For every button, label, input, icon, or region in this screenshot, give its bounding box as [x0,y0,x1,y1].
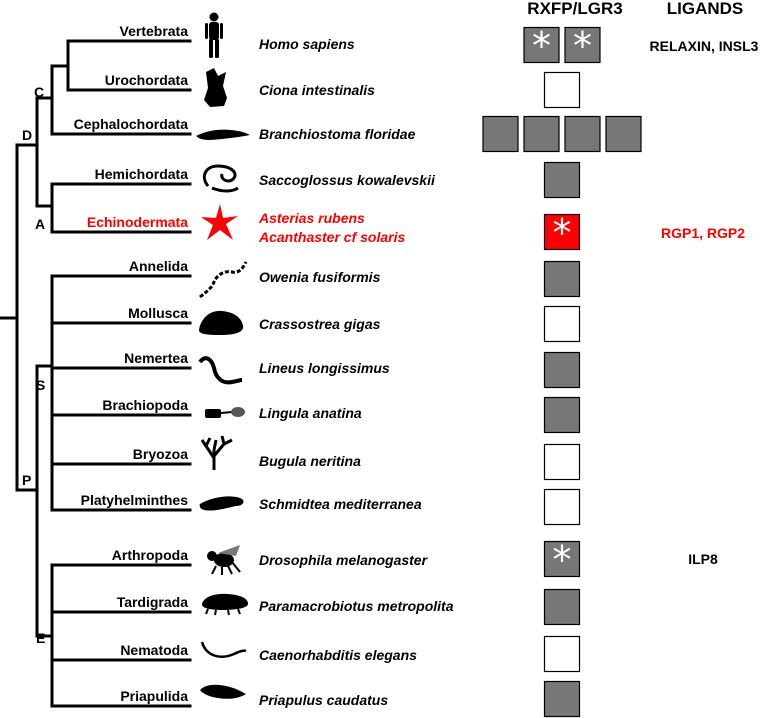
phylum-label-highlight: Echinodermata [87,214,188,230]
ligand-labels: RELAXIN, INSL3 RGP1, RGP2 ILP8 [650,38,759,567]
acorn-worm-icon [202,164,239,193]
organism-icons [196,12,250,699]
species-label: Homo sapiens [259,36,355,52]
receptor-box [543,680,581,718]
receptor-box [543,305,581,343]
phylum-label: Mollusca [128,305,188,321]
receptor-box [543,260,581,298]
annelid-worm-icon [199,261,248,299]
flatworm-icon [199,496,244,511]
node-label-a: A [35,216,45,232]
lancelet-icon [196,129,250,140]
receptor-box [564,115,601,153]
phylum-label: Bryozoa [133,446,188,462]
node-label-d: D [22,127,32,143]
receptor-column-header: RXFP/LGR3 [527,0,622,18]
phylum-label: Nematoda [120,642,188,658]
phylum-labels: Vertebrata Urochordata Cephalochordata H… [74,23,189,704]
oyster-icon [199,310,244,335]
phylum-label: Annelida [129,258,188,274]
receptor-box [543,396,581,434]
species-label: Schmidtea mediterranea [259,496,422,512]
asterisk-icon: * [553,211,572,255]
species-label: Crassostrea gigas [259,316,381,332]
ligand-label-vertebrata: RELAXIN, INSL3 [650,38,759,54]
species-label: Bugula neritina [259,453,361,469]
receptor-box [543,588,581,626]
receptor-box [523,26,560,64]
asterisk-icon: * [553,538,572,582]
receptor-box [564,26,601,64]
bryozoan-icon [200,435,233,470]
phylum-label: Vertebrata [120,23,189,39]
node-label-c: C [34,84,44,100]
receptor-box [543,488,581,526]
species-label: Lingula anatina [259,405,362,421]
starfish-icon [201,204,238,240]
phylum-label: Cephalochordata [74,116,189,132]
asterisk-icon: * [532,24,551,68]
phylum-label: Platyhelminthes [81,492,189,508]
receptor-box [543,351,581,389]
phylum-label: Nemertea [124,350,188,366]
species-labels: Homo sapiens Ciona intestinalis Branchio… [258,36,454,708]
species-label: Drosophila melanogaster [259,552,429,568]
ligands-column-header: LIGANDS [667,0,744,18]
receptor-box [543,71,581,109]
receptor-box [523,115,560,153]
receptor-box [543,540,581,578]
species-label-highlight: Acanthaster cf solaris [258,229,405,245]
species-label: Caenorhabditis elegans [259,647,417,663]
human-icon [205,12,223,58]
species-label: Ciona intestinalis [259,82,375,98]
asterisk-icon: * [573,24,592,68]
species-label: Lineus longissimus [259,360,390,376]
ligand-label-echinodermata: RGP1, RGP2 [661,225,745,241]
phylum-label: Brachiopoda [102,397,188,413]
species-label: Priapulus caudatus [259,692,388,708]
nematode-icon [200,641,247,658]
ligand-label-arthropoda: ILP8 [688,551,718,567]
priapulid-icon [200,684,246,699]
species-label: Paramacrobiotus metropolita [259,598,454,614]
species-label-highlight: Asterias rubens [258,210,365,226]
receptor-box [605,115,642,153]
brachiopod-icon [205,407,245,418]
receptor-box [543,161,581,199]
phylum-label: Tardigrada [117,594,189,610]
species-label: Saccoglossus kowalevskii [259,172,436,188]
fly-icon [207,545,241,575]
phylogenetic-tree [0,39,192,708]
receptor-boxes: * * * * [482,24,642,718]
phylum-label: Priapulida [120,688,188,704]
ribbon-worm-icon [198,356,243,385]
species-label: Owenia fusiformis [259,269,381,285]
receptor-box [543,635,581,673]
receptor-box [482,115,519,153]
receptor-box [543,213,581,251]
phylum-label: Urochordata [105,72,188,88]
node-label-s: S [36,377,45,393]
phylum-label: Hemichordata [95,166,189,182]
tardigrade-icon [201,593,248,616]
receptor-box [543,443,581,481]
phylum-label: Arthropoda [112,547,188,563]
sea-squirt-icon [204,68,227,107]
node-label-e: E [36,630,45,646]
node-label-p: P [22,472,31,488]
species-label: Branchiostoma floridae [259,126,416,142]
